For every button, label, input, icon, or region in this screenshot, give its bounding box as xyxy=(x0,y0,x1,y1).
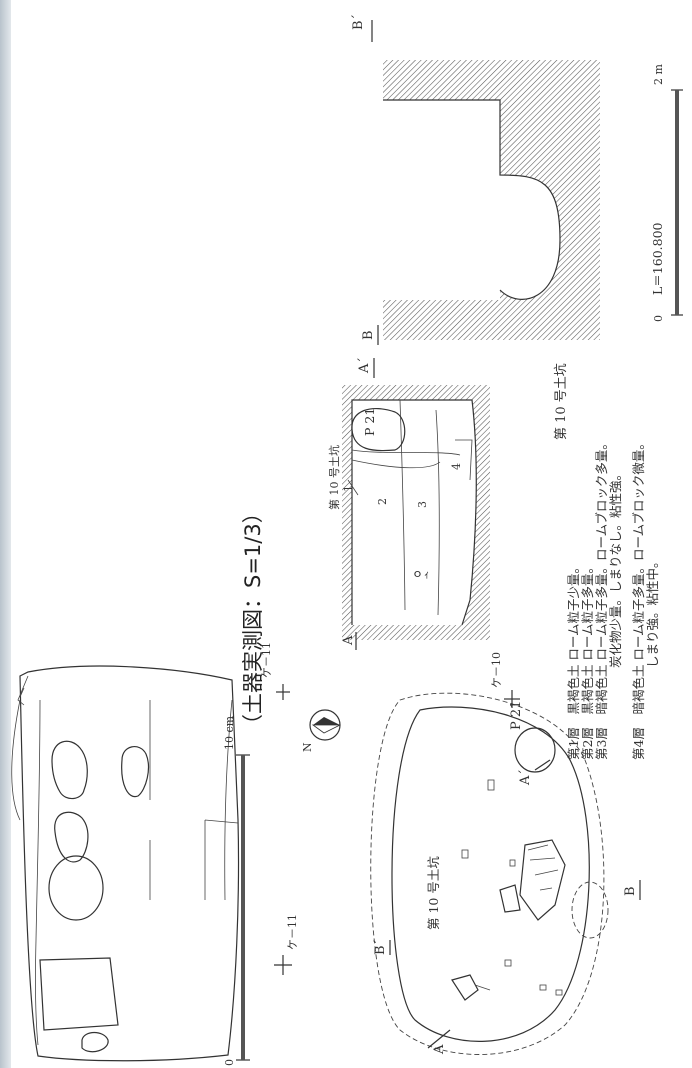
section-a-point-a-prime: A´ xyxy=(357,357,372,374)
section-pit-name: 第 10 号土坑 xyxy=(327,445,341,510)
grid-marker-ke11-upper: ケ－11 xyxy=(260,642,290,700)
layer-desc-4: 第4層 暗褐色土 ローム粒子多量。ロームブロック微量。 xyxy=(631,437,646,760)
svg-text:ケ－11: ケ－11 xyxy=(286,914,299,950)
grid-marker-ke11-lower: ケ－11 xyxy=(274,914,299,975)
pottery-drawing xyxy=(11,665,240,1062)
section-a-point-a: A xyxy=(341,635,356,646)
section-scale-bar: 2 m 0 xyxy=(652,64,683,322)
section-artefact-i: ｨ xyxy=(424,568,430,581)
section-scale-label: 2 m xyxy=(652,64,665,85)
layer-4-marker: 4 xyxy=(450,463,463,470)
layer-desc-3-cont: 炭化物少量。しまりなし。粘性強。 xyxy=(608,468,623,668)
section-scale-zero: 0 xyxy=(652,315,665,322)
pottery-scale-bar: 10 cm 0 xyxy=(223,715,250,1066)
section-a: P 21 1 2 3 4 第 10 号土坑 ｏ ｨ xyxy=(327,385,490,640)
north-label: N xyxy=(301,742,314,752)
page-edge-shadow xyxy=(0,0,11,1068)
layer-descriptions: 第1層 黒褐色土 ローム粒子少量。 第2層 黒褐色土 ローム粒子多量。 第3層 … xyxy=(566,437,660,760)
post-hole-label-section: P 21 xyxy=(362,408,377,436)
layer-desc-3: 第3層 暗褐色土 ローム粒子多量。ロームブロック多量。 xyxy=(594,437,609,760)
pottery-scale-zero: 0 xyxy=(223,1059,236,1066)
layer-3-marker: 3 xyxy=(416,501,429,508)
pottery-scale-label: 10 cm xyxy=(223,715,236,750)
layer-1-marker: 1 xyxy=(342,485,355,492)
section-artefact-o: ｏ xyxy=(412,567,423,580)
layer-2-marker: 2 xyxy=(376,498,389,505)
pit-plan-name: 第 10 号土坑 xyxy=(426,856,441,930)
section-b-point-b-prime: B´ xyxy=(351,14,366,30)
plan-point-a: A xyxy=(432,1044,447,1055)
layer-desc-4-cont: しまり強。粘性中。 xyxy=(645,555,660,668)
plan-point-a-prime: A´ xyxy=(518,769,533,786)
svg-text:ケ－11: ケ－11 xyxy=(260,642,273,678)
elevation-label: L＝160.800 xyxy=(650,222,665,295)
post-hole-label-plan: P 21 xyxy=(509,701,524,730)
section-b-point-b: B xyxy=(361,330,376,340)
pit-caption: 第 10 号土坑 xyxy=(554,363,569,440)
grid-marker-ke10: ケ－10 xyxy=(490,652,520,708)
plan-point-b: B xyxy=(623,886,638,896)
svg-text:ケ－10: ケ－10 xyxy=(490,652,503,688)
layer-desc-1: 第1層 黒褐色土 ローム粒子少量。 xyxy=(566,561,581,760)
layer-desc-2: 第2層 黒褐色土 ローム粒子多量。 xyxy=(580,561,595,760)
north-arrow: N xyxy=(301,709,341,752)
section-b xyxy=(383,60,600,340)
figure-title: （土器実測図：S=1/3） xyxy=(241,502,265,735)
plan-point-b-prime: B´ xyxy=(373,939,388,955)
pit-plan: 第 10 号土坑 P 21 xyxy=(370,692,609,1055)
